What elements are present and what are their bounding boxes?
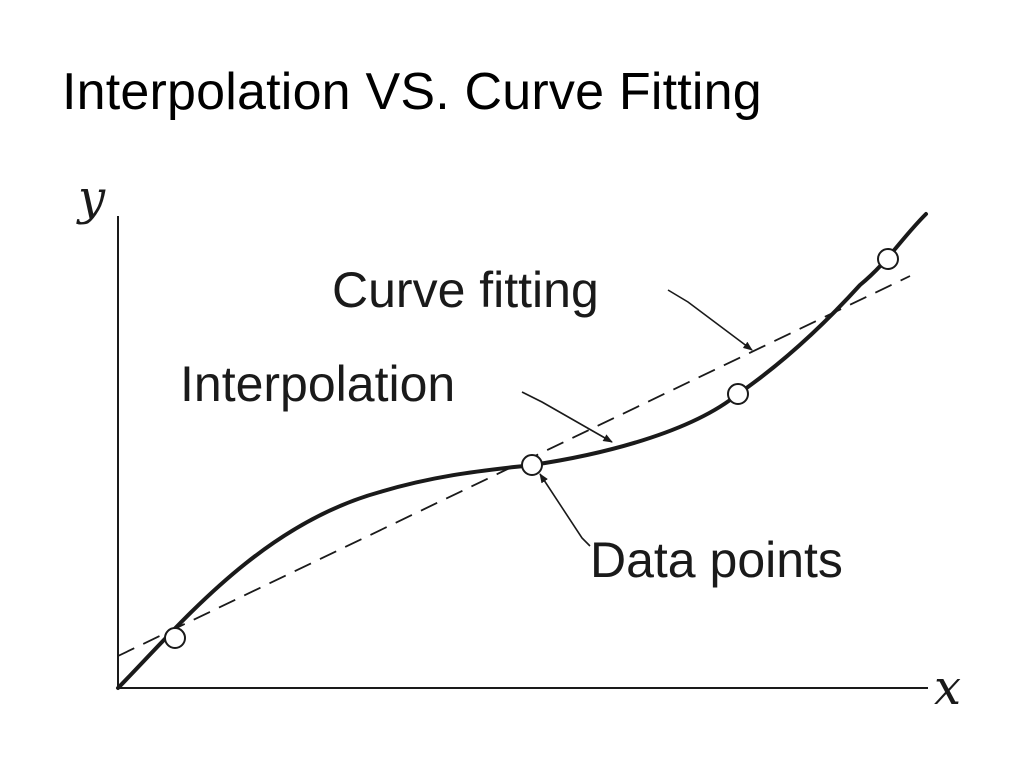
slide-title: Interpolation VS. Curve Fitting	[62, 63, 762, 121]
data-points-label: Data points	[590, 532, 843, 588]
interpolation-arrow	[521, 391, 613, 443]
y-axis-label: y	[76, 170, 106, 226]
x-axis-label: x	[934, 660, 961, 716]
data-point	[164, 627, 186, 649]
curve-fitting-arrow	[667, 289, 753, 351]
data-point	[727, 383, 749, 405]
curve-fitting-line	[117, 275, 911, 657]
curve-fitting-label: Curve fitting	[332, 262, 599, 318]
data-points-arrow	[539, 473, 591, 547]
interpolation-curve	[116, 212, 928, 690]
interpolation-label: Interpolation	[180, 356, 455, 412]
data-point	[877, 248, 899, 270]
data-point	[521, 454, 543, 476]
